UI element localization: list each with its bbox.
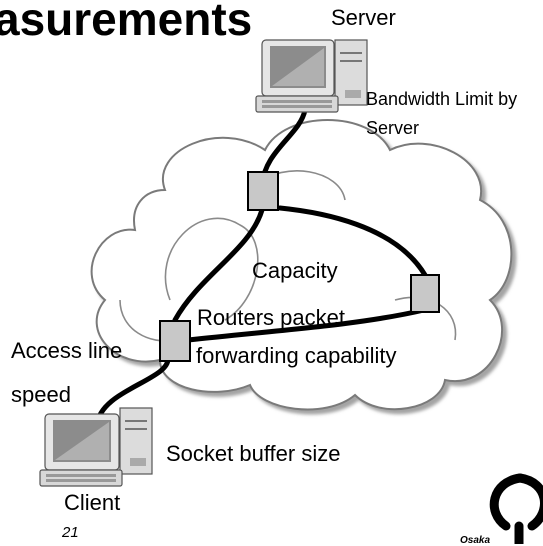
router-right [410,274,440,313]
server-label: Server [331,5,396,30]
router-router-right-link [277,205,428,278]
routers [159,171,440,362]
router-router-left-link [172,207,265,323]
router-left [159,320,191,362]
client-label: Client [64,490,121,515]
router-top [247,171,279,211]
capacity-label: Capacity [252,258,338,283]
routers-label-line2: forwarding capability [196,343,397,368]
bandwidth-limit-label-line2: Server [366,118,420,138]
access-line-label-line2: speed [11,382,71,407]
bandwidth-limit-label-line1: Bandwidth Limit by [366,89,518,109]
logo-text: Osaka [460,535,491,546]
slide-title: asurements [0,0,253,45]
network-links [94,107,428,428]
routers-label-line1: Routers packet [197,305,345,330]
router-router-bottom-link [185,307,427,343]
page-number: 21 [62,524,79,541]
access-line-label-line1: Access line [11,338,123,363]
socket-buffer-label: Socket buffer size [166,441,341,466]
server-computer-icon [255,39,368,113]
client-computer-icon [39,407,153,487]
university-logo-icon [489,473,543,544]
